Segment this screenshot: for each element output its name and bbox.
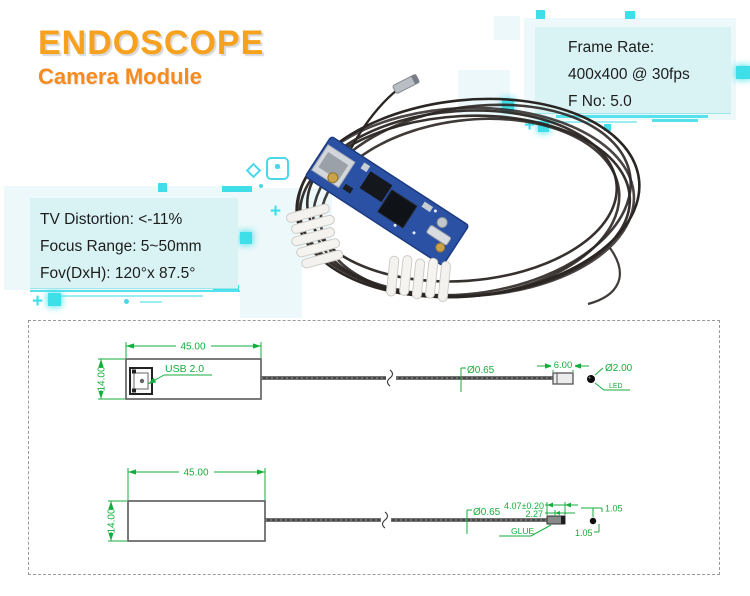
dim-tip-length: 6.00: [554, 360, 573, 371]
glue-label: GLUE: [511, 526, 534, 536]
decor-glow-square-f: [538, 121, 549, 132]
chip-large: [377, 189, 418, 229]
plus-icon-c: +: [32, 291, 44, 312]
pcb-board: [305, 136, 469, 266]
drawing-top-view: 45.00 14.00: [96, 341, 633, 400]
cable-break-symbol-top: [386, 369, 394, 387]
technical-drawing-panel: 45.00 14.00: [28, 320, 720, 575]
optical-spec-box: TV Distortion: <-11% Focus Range: 5~50mm…: [30, 198, 238, 288]
decor-dash-a: [222, 186, 252, 192]
viewfinder-icon: [266, 157, 289, 180]
usb-label: USB 2.0: [165, 363, 204, 375]
page-title: ENDOSCOPE: [38, 24, 265, 62]
dim-pcb-width-top: 45.00: [180, 342, 205, 353]
usb-connector-drawing: [129, 367, 153, 395]
decor-line-d: [30, 290, 240, 292]
cable-wrap-bottom: [386, 255, 451, 302]
dim-pcb-width-side: 45.00: [183, 468, 208, 479]
dim-tip-length-tolerance: 4.07±0.20: [504, 501, 544, 511]
decor-line-a: [556, 115, 708, 118]
decor-square-e: [604, 124, 611, 131]
dim-pcb-height-side: 14.00: [107, 508, 118, 533]
drawing-side-view: 45.00 14.00: [106, 467, 623, 542]
camera-tip-drawing: [552, 372, 574, 385]
frame-rate-value: 400x400 @ 30fps: [568, 66, 690, 83]
chip-small: [359, 171, 393, 203]
led-label: LED: [609, 383, 623, 390]
page-subtitle: Camera Module: [38, 64, 202, 89]
mounting-hole: [327, 172, 339, 184]
decor-square-faint-d: [240, 214, 302, 318]
f-number-value: F No: 5.0: [568, 93, 632, 110]
led-front-view-side: [589, 517, 597, 525]
dim-cable-diameter-top: Ø0.65: [467, 365, 495, 376]
dim-lens-length: 2.27: [525, 509, 543, 519]
dim-cable-diameter-side: Ø0.65: [473, 507, 501, 518]
diamond-icon: [245, 162, 262, 179]
decor-square-c: [625, 11, 635, 19]
led-front-view: [587, 375, 595, 383]
decor-glow-square-i: [48, 293, 61, 306]
plus-icon-b: +: [270, 201, 282, 222]
fov-value: Fov(DxH): 120°x 87.5°: [40, 265, 196, 282]
decor-line-f: [140, 301, 162, 303]
frame-rate-label: Frame Rate:: [568, 39, 655, 56]
decor-glow-square-g: [240, 232, 252, 244]
product-photo: [286, 74, 641, 306]
decor-line-c: [652, 119, 698, 122]
decor-line-e: [58, 295, 203, 297]
technical-drawings: 45.00 14.00: [96, 341, 633, 542]
cable-wrap-left: [286, 203, 344, 269]
camera-tip: [392, 74, 420, 94]
decor-glow-square-edge: [736, 66, 750, 79]
decor-dot-a: [259, 184, 263, 188]
tv-distortion-value: TV Distortion: <-11%: [40, 211, 183, 228]
dim-tip-diameter: Ø2.00: [605, 363, 633, 374]
focus-range-value: Focus Range: 5~50mm: [40, 238, 202, 255]
dim-led-width: 1.05: [605, 504, 623, 514]
dim-led-height: 1.05: [575, 528, 593, 538]
dim-pcb-height-top: 14.00: [97, 366, 108, 391]
frame-rate-box: Frame Rate: 400x400 @ 30fps F No: 5.0: [535, 27, 731, 113]
decor-dot-b: [124, 299, 129, 304]
fpc-connector: [426, 225, 451, 246]
pcb-outline-side: [127, 500, 266, 542]
decor-square-faint-a: [494, 16, 520, 40]
decor-square-b: [536, 10, 545, 19]
decor-square-h: [158, 183, 167, 192]
plus-icon-a: +: [524, 115, 536, 136]
cable-break-symbol-side: [381, 511, 389, 529]
